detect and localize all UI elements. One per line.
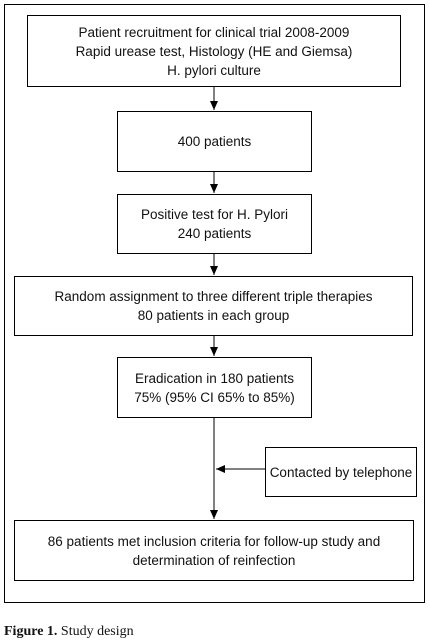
figure-caption: Figure 1. Study design (4, 624, 134, 640)
follow-up-line-1: 86 patients met inclusion criteria for f… (47, 533, 381, 549)
telephone-contact-box: Contacted by telephone (265, 447, 417, 497)
positive-test-line-2: 240 patients (177, 226, 252, 241)
random-assignment-line-2: 80 patients in each group (137, 308, 290, 323)
enrolled-box: 400 patients (117, 111, 312, 172)
positive-test-line-1: Positive test for H. Pylori (140, 207, 289, 222)
figure-caption-text: Study design (57, 624, 134, 639)
eradication-line-2: 75% (95% CI 65% to 85%) (134, 389, 295, 405)
random-assignment-line-1: Random assignment to three different tri… (54, 289, 373, 304)
eradication-line-1: Eradication in 180 patients (134, 370, 295, 386)
telephone-contact-line-1: Contacted by telephone (269, 464, 413, 480)
enrolled-line-1: 400 patients (177, 134, 252, 149)
figure-frame (4, 4, 425, 603)
recruitment-line-3: H. pylori culture (167, 62, 261, 78)
recruitment-line-2: Rapid urease test, Histology (HE and Gie… (75, 43, 353, 59)
figure-caption-label: Figure 1. (4, 624, 58, 639)
recruitment-line-1: Patient recruitment for clinical trial 2… (78, 24, 350, 40)
follow-up-box: 86 patients met inclusion criteria for f… (14, 520, 414, 581)
follow-up-line-2: determination of reinfection (132, 552, 296, 568)
recruitment-box: Patient recruitment for clinical trial 2… (27, 15, 401, 87)
eradication-box: Eradication in 180 patients 75% (95% CI … (117, 357, 312, 418)
random-assignment-box: Random assignment to three different tri… (14, 276, 413, 336)
positive-test-box: Positive test for H. Pylori 240 patients (117, 194, 312, 254)
